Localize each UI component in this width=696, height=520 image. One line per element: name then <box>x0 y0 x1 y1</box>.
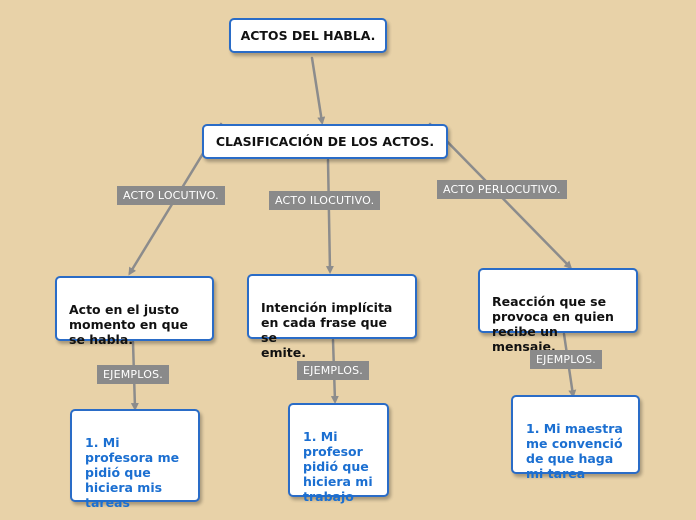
perlocutivo-node[interactable]: Reacción que se provoca en quien recibe … <box>478 268 638 354</box>
example-text-locutivo: 1. Mi profesora me pidió que hiciera mis… <box>85 435 180 510</box>
link-label-locutivo: ACTO LOCUTIVO. <box>117 186 225 205</box>
example-node-ilocutivo[interactable]: 1. Mi profesor pidió que hiciera mi trab… <box>288 403 389 504</box>
title-text: ACTOS DEL HABLA. <box>240 28 376 43</box>
ilocutivo-node[interactable]: Intención implícita en cada frase que se… <box>247 274 417 360</box>
locutivo-text: Acto en el justo momento en que se habla… <box>69 302 188 347</box>
link-label-perlocutivo: ACTO PERLOCUTIVO. <box>437 180 567 199</box>
link-label-ilocutivo: ACTO ILOCUTIVO. <box>269 191 381 210</box>
classification-node[interactable]: CLASIFICACIÓN DE LOS ACTOS. <box>202 124 448 159</box>
example-text-perlocutivo: 1. Mi maestra me convenció de que haga m… <box>526 421 623 481</box>
title-node[interactable]: ACTOS DEL HABLA. <box>229 18 387 53</box>
examples-label-locutivo: EJEMPLOS. <box>97 365 169 384</box>
classification-text: CLASIFICACIÓN DE LOS ACTOS. <box>215 134 435 149</box>
examples-label-perlocutivo: EJEMPLOS. <box>530 350 602 369</box>
connector-title-to-classification <box>310 56 326 125</box>
example-text-ilocutivo: 1. Mi profesor pidió que hiciera mi trab… <box>303 429 373 504</box>
connector-classification-to-ilocutivo <box>325 158 334 274</box>
example-node-perlocutivo[interactable]: 1. Mi maestra me convenció de que haga m… <box>511 395 640 481</box>
perlocutivo-text: Reacción que se provoca en quien recibe … <box>492 294 614 354</box>
ilocutivo-text: Intención implícita en cada frase que se… <box>261 300 393 360</box>
locutivo-node[interactable]: Acto en el justo momento en que se habla… <box>55 276 214 347</box>
examples-label-ilocutivo: EJEMPLOS. <box>297 361 369 380</box>
example-node-locutivo[interactable]: 1. Mi profesora me pidió que hiciera mis… <box>70 409 200 510</box>
